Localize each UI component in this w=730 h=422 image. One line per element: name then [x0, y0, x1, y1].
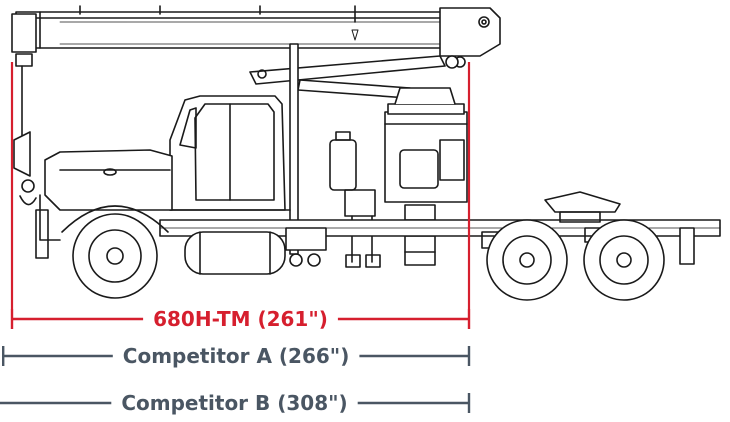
hoist-line: [13, 65, 37, 206]
front-wheel: [61, 205, 169, 299]
dimension-label: 680H-TM (261"): [153, 307, 328, 331]
dimension-label: Competitor A (266"): [123, 344, 350, 368]
dimension-lines: 680H-TM (261") Competitor A (266") Competi…: [0, 62, 471, 415]
hydraulic-tank: [329, 131, 381, 268]
truck-cab: [169, 95, 291, 211]
crane-truck-line-drawing: [11, 5, 721, 301]
rear-wheel-1: [486, 219, 568, 301]
dimension-1: Competitor A (266"): [2, 344, 471, 368]
dimension-label: Competitor B (308"): [121, 391, 347, 415]
fuel-tank: [184, 231, 286, 275]
truck-hood: [35, 149, 173, 259]
rear-wheel-2: [583, 219, 665, 301]
crane-boom: [11, 5, 501, 68]
crane-turret: [384, 87, 468, 266]
dimension-2: Competitor B (308"): [0, 391, 471, 415]
outrigger: [285, 227, 327, 267]
dimension-0: 680H-TM (261"): [10, 62, 471, 331]
